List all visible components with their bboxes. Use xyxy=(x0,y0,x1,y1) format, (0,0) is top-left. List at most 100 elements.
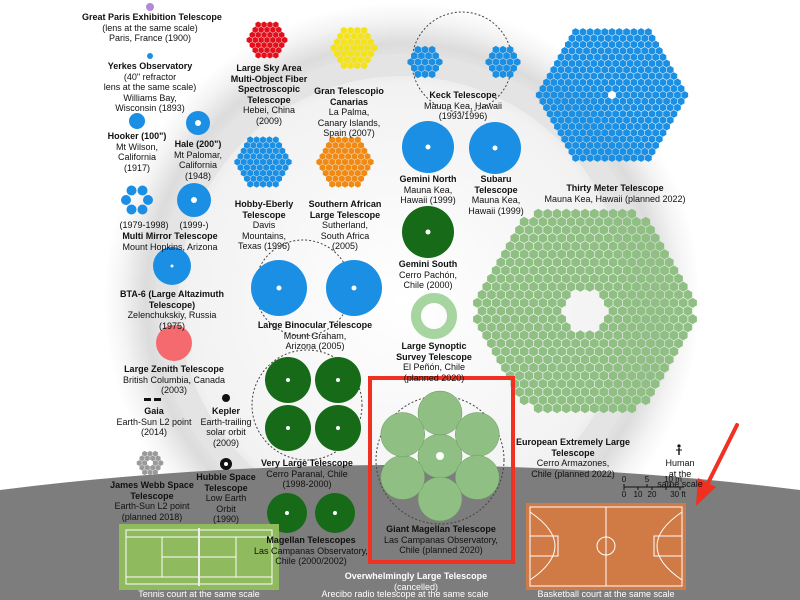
mirror-segment xyxy=(597,135,605,144)
mirror-segment xyxy=(604,265,613,276)
mirror-segment xyxy=(599,273,609,284)
label-vlt: Very Large Telescope Cerro Paranal, Chil… xyxy=(252,458,362,490)
mirror-segment xyxy=(247,158,254,166)
mirror-segment xyxy=(345,164,352,171)
mirror-segment xyxy=(627,273,637,284)
mirror-segment xyxy=(575,122,583,131)
mirror-segment xyxy=(513,58,521,66)
mirror-segment xyxy=(351,175,358,183)
mirror-segment xyxy=(557,330,566,341)
name: Thirty Meter Telescope xyxy=(566,183,664,193)
mirror-segment xyxy=(515,386,524,398)
mirror-segment xyxy=(561,354,571,365)
mirror-segment xyxy=(260,169,266,177)
mirror-segment xyxy=(644,78,652,87)
mirror-segment xyxy=(263,164,270,171)
mirror-segment xyxy=(273,21,279,28)
name: Subaru Telescope xyxy=(474,174,518,195)
mirror-segment xyxy=(583,46,590,55)
mirror-segment xyxy=(482,281,492,292)
mirror-segment xyxy=(538,378,548,389)
mirror-segment xyxy=(347,61,354,70)
mirror-segment xyxy=(630,103,638,112)
detail: (2005) xyxy=(331,241,358,251)
mirror-segment xyxy=(652,65,660,74)
mirror-segment xyxy=(601,28,609,36)
gmt-center-hole xyxy=(436,452,444,460)
mirror-segment xyxy=(608,370,618,381)
mirror-segment xyxy=(515,322,524,333)
mirror-segment xyxy=(622,314,632,325)
scale-tick-ft-20: 20 xyxy=(647,490,657,499)
mirror-segment xyxy=(342,180,348,188)
mirror-segment xyxy=(608,128,616,137)
mirror-segment xyxy=(533,338,543,349)
human-line: Human xyxy=(665,458,695,468)
mirror-segment xyxy=(285,158,292,166)
mirror-segment xyxy=(612,72,620,81)
mirror-segment xyxy=(568,122,576,131)
mirror-segment xyxy=(533,386,543,398)
mirror-segment xyxy=(244,175,250,183)
mirror-segment xyxy=(663,72,670,81)
mirror-segment xyxy=(496,52,503,60)
mirror-segment xyxy=(597,46,605,55)
mirror-segment xyxy=(477,289,487,300)
mirror-segment xyxy=(533,354,543,365)
mirror-segment xyxy=(240,169,247,177)
mirror-segment xyxy=(506,58,514,66)
mirror-segment xyxy=(524,370,534,381)
mirror-segment xyxy=(524,354,534,365)
red-arrow-icon xyxy=(696,423,739,506)
mirror-segment xyxy=(566,281,576,292)
yerkes-lens xyxy=(147,53,153,59)
mirror-segment xyxy=(641,46,649,55)
mirror-segment xyxy=(529,395,538,406)
mirror-segment xyxy=(338,141,345,149)
detail: Hawaii (1999) xyxy=(400,195,456,205)
mirror-segment xyxy=(519,233,529,244)
mirror-segment xyxy=(364,32,371,40)
mirror-segment xyxy=(538,395,548,406)
mirror-segment xyxy=(585,395,595,406)
detail: Mauna Kea, Hawaii (planned 2022) xyxy=(544,193,686,204)
mirror-segment xyxy=(326,153,332,160)
mirror-segment xyxy=(652,40,660,49)
mirror-segment xyxy=(496,273,506,284)
mirror-segment xyxy=(590,386,599,398)
mirror-segment xyxy=(669,346,679,357)
mirror-segment xyxy=(333,38,341,46)
mirror-segment xyxy=(641,395,651,406)
mirror-segment xyxy=(599,403,609,414)
mirror-segment xyxy=(626,109,634,118)
mirror-segment xyxy=(519,297,529,308)
detail: solar orbit xyxy=(206,427,246,437)
scale-tick-ft-0: 0 xyxy=(621,490,627,499)
mirror-segment xyxy=(250,141,257,149)
mirror-segment xyxy=(566,362,576,373)
mirror-segment xyxy=(557,116,565,125)
mirror-segment xyxy=(619,109,627,118)
mirror-segment xyxy=(510,64,517,72)
mirror-segment xyxy=(594,395,604,406)
mirror-segment xyxy=(644,103,652,112)
mirror-segment xyxy=(608,40,616,49)
label-kepler: Kepler Earth-trailing solar orbit (2009) xyxy=(196,406,256,448)
detail: Chile (2000) xyxy=(403,280,453,290)
mirror-segment xyxy=(612,135,620,144)
mirror-segment xyxy=(626,34,634,43)
mirror-segment xyxy=(260,147,266,155)
mirror-segment xyxy=(258,26,264,33)
mirror-segment xyxy=(510,233,520,244)
name: Keck Telescope xyxy=(429,90,497,100)
detail: Cerro Pachón, xyxy=(398,269,458,280)
mirror-segment xyxy=(615,103,623,112)
mirror-segment xyxy=(428,58,436,66)
label-paris: Great Paris Exhibition Telescope (lens a… xyxy=(82,12,222,44)
detail: Mount Graham, xyxy=(283,330,347,341)
mirror-segment xyxy=(634,59,641,68)
mirror-segment xyxy=(332,141,339,149)
mirror-segment xyxy=(634,97,641,106)
mirror-segment xyxy=(613,216,623,227)
mirror-segment xyxy=(663,109,670,118)
